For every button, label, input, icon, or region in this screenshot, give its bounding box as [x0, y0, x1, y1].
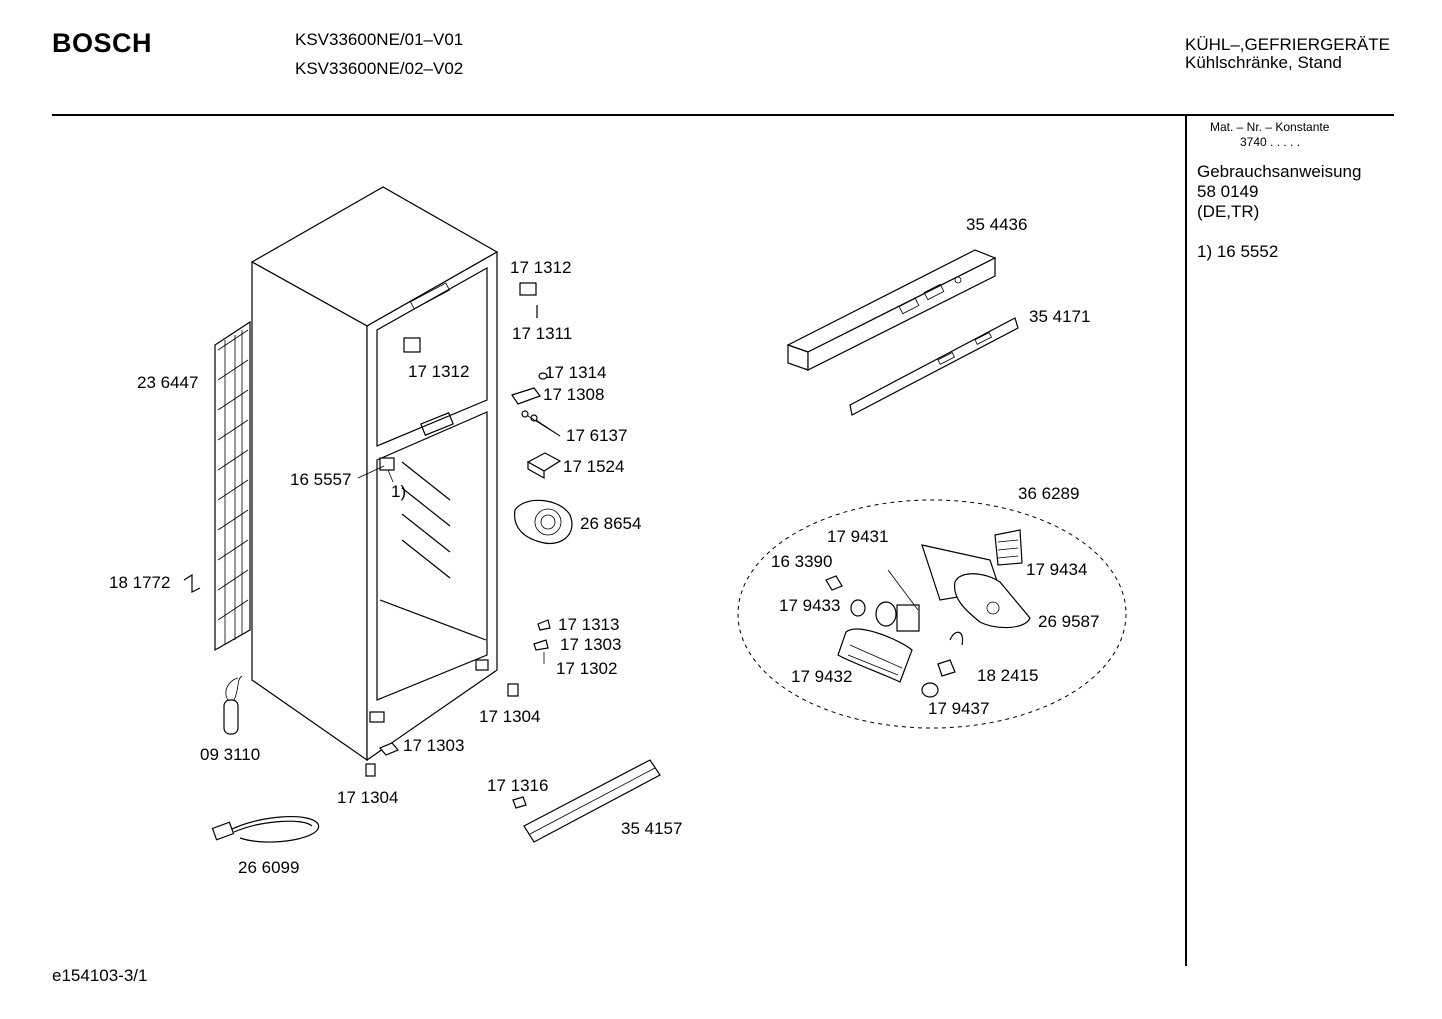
model-number-2: KSV33600NE/02–V02: [295, 59, 464, 78]
part-label: 17 1313: [558, 615, 619, 634]
model-number-1: KSV33600NE/01–V01: [295, 30, 464, 49]
lower-fittings: [365, 619, 551, 809]
part-label: 18 2415: [977, 666, 1038, 685]
sidebar-divider: [1185, 116, 1187, 966]
manual-languages: (DE,TR): [1197, 202, 1260, 221]
part-label: 17 1308: [543, 385, 604, 404]
power-cord: [211, 816, 320, 843]
part-label: 18 1772: [109, 573, 170, 592]
part-label: 17 1304: [337, 788, 398, 807]
part-label: 17 1302: [556, 659, 617, 678]
part-label: 17 1524: [563, 457, 624, 476]
part-label: 17 1314: [545, 363, 606, 382]
part-label: 1): [391, 482, 406, 501]
part-label: 17 1316: [487, 776, 548, 795]
part-label: 17 9431: [827, 527, 888, 546]
part-label: 35 4157: [621, 819, 682, 838]
panel-strip: [849, 317, 1019, 416]
part-label: 17 9433: [779, 596, 840, 615]
part-label: 16 3390: [771, 552, 832, 571]
brand-logo: BOSCH: [52, 28, 153, 58]
part-label: 17 9434: [1026, 560, 1087, 579]
header-divider: [52, 114, 1394, 116]
manual-number: 58 0149: [1197, 182, 1259, 201]
part-label: 36 6289: [1018, 484, 1079, 503]
part-label: 35 4171: [1029, 307, 1090, 326]
fan-housing: [513, 499, 573, 544]
thermostat: [357, 457, 395, 483]
part-label: 17 9437: [928, 699, 989, 718]
part-label: 26 8654: [580, 514, 641, 533]
part-label: 17 1312: [510, 258, 571, 277]
top-hinge: [403, 282, 538, 353]
start-relay: [223, 675, 243, 735]
part-label: 09 3110: [200, 745, 260, 764]
lamp-assembly: [825, 529, 1031, 698]
refrigerator-cabinet: [250, 186, 499, 762]
manual-title: Gebrauchsanweisung: [1197, 162, 1362, 181]
category-subtitle: Kühlschränke, Stand: [1185, 53, 1342, 72]
drawing-id: e154103-3/1: [52, 966, 148, 985]
lamp-assembly-outline: [737, 499, 1127, 729]
part-label: 17 9432: [791, 667, 852, 686]
part-label: 26 9587: [1038, 612, 1099, 631]
part-label: 35 4436: [966, 215, 1027, 234]
footnote-1: 1) 16 5552: [1197, 242, 1279, 261]
condenser-coil: [214, 320, 251, 652]
part-label: 17 6137: [566, 426, 627, 445]
control-panel: [786, 249, 997, 371]
part-label: 17 1303: [403, 736, 464, 755]
bracket-icon: [183, 573, 201, 593]
part-label: 23 6447: [137, 373, 198, 392]
part-label: 17 1312: [408, 362, 469, 381]
part-label: 16 5557: [290, 470, 351, 489]
part-label: 17 1311: [512, 324, 572, 343]
part-label: 26 6099: [238, 858, 299, 877]
mat-nr-value: 3740 . . . . .: [1240, 135, 1301, 149]
part-label: 17 1304: [479, 707, 540, 726]
part-labels: 17 1312 17 1311 17 1312 23 6447 17 1314 …: [109, 215, 1099, 877]
part-label: 17 1303: [560, 635, 621, 654]
bottom-grille: [523, 759, 661, 843]
mat-nr-label: Mat. – Nr. – Konstante: [1210, 120, 1330, 134]
door-hardware: [511, 372, 562, 480]
category-title: KÜHL–,GEFRIERGERÄTE: [1185, 35, 1390, 54]
